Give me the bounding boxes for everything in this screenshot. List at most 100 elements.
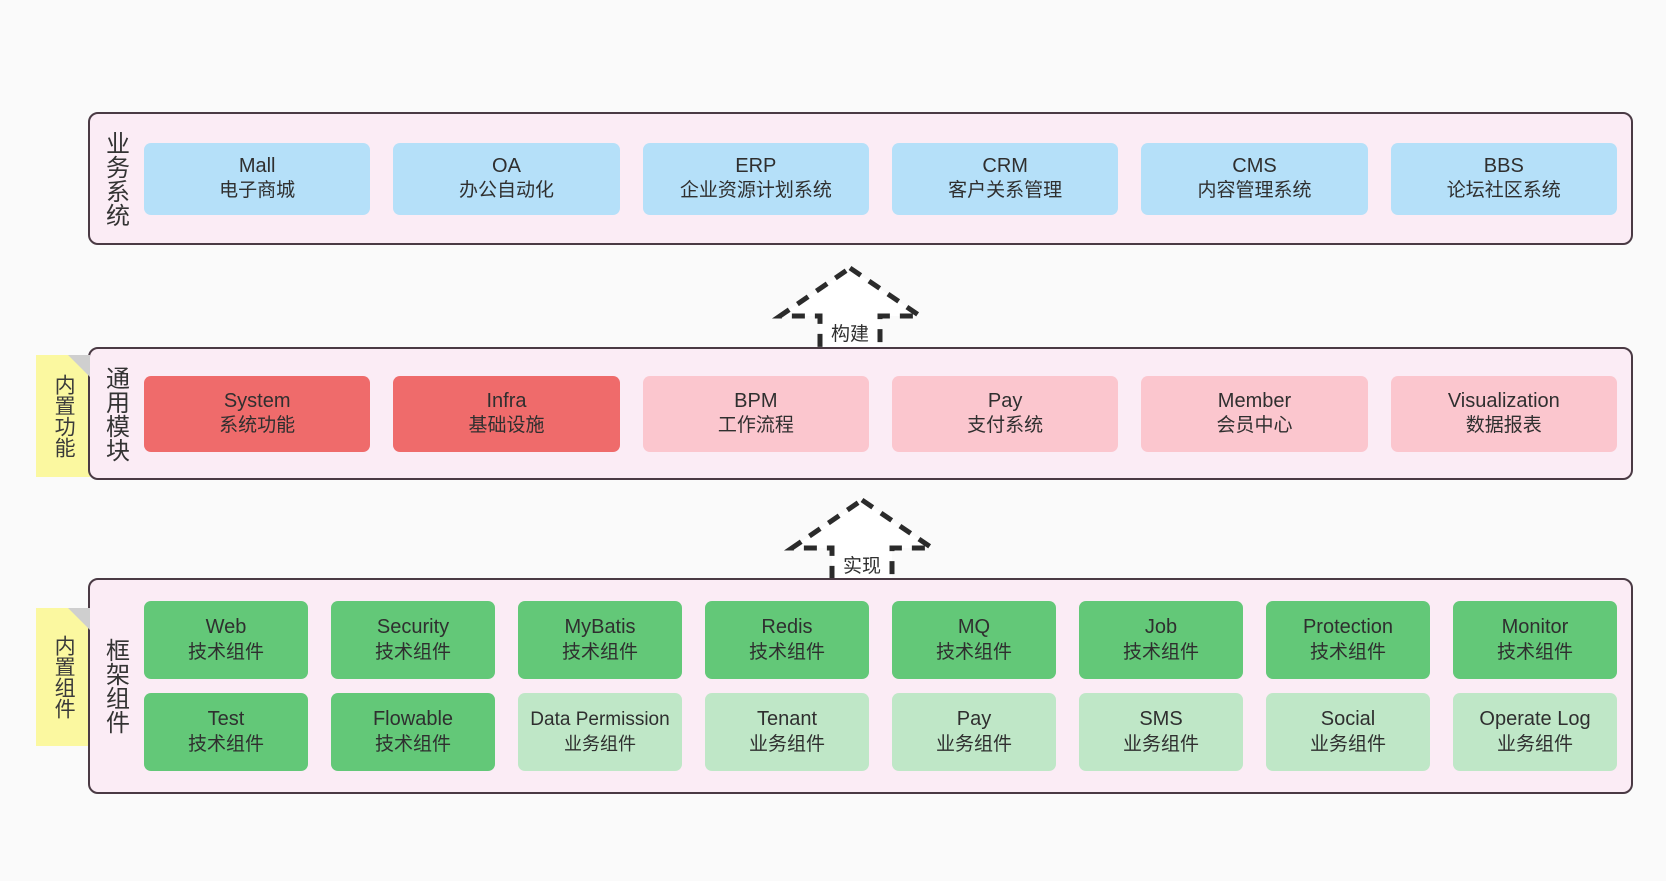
realize-arrow: 实现 (772, 490, 952, 590)
card-title-en: Visualization (1447, 389, 1560, 412)
card-title-cn: 技术组件 (1122, 641, 1199, 663)
card-title-cn: 会员中心 (1216, 415, 1293, 437)
card-title-en: Protection (1302, 616, 1394, 639)
sticky-note-label: 内置功能 (52, 374, 76, 458)
card-title-cn: 业务组件 (1496, 733, 1573, 755)
card-flowable[interactable]: Flowable 技术组件 (331, 693, 495, 771)
card-title-en: CMS (1232, 154, 1277, 177)
card-system[interactable]: System 系统功能 (144, 375, 371, 452)
build-arrow: 构建 (760, 258, 940, 358)
card-bbs[interactable]: BBS 论坛社区系统 (1390, 142, 1617, 215)
card-security[interactable]: Security 技术组件 (331, 601, 495, 679)
layer-framework-components: 框架组件 Web 技术组件 Security 技术组件 MyBatis 技术组件… (88, 578, 1633, 794)
card-title-cn: 客户关系管理 (948, 180, 1063, 202)
card-data-permission[interactable]: Data Permission 业务组件 (518, 693, 682, 771)
layer-body-common: System 系统功能 Infra 基础设施 BPM 工作流程 Pay 支付系统… (138, 349, 1631, 478)
card-title-cn: 电子商城 (219, 180, 296, 202)
card-social[interactable]: Social 业务组件 (1266, 693, 1430, 771)
card-monitor[interactable]: Monitor 技术组件 (1453, 601, 1617, 679)
card-mall[interactable]: Mall 电子商城 (144, 142, 371, 215)
card-title-cn: 工作流程 (717, 415, 794, 437)
card-title-cn: 技术组件 (187, 733, 264, 755)
card-title-cn: 基础设施 (468, 415, 545, 437)
card-title-en: Infra (486, 389, 527, 412)
card-title-en: System (223, 389, 291, 412)
card-row: Test 技术组件 Flowable 技术组件 Data Permission … (144, 693, 1617, 771)
card-test[interactable]: Test 技术组件 (144, 693, 308, 771)
card-oa[interactable]: OA 办公自动化 (393, 142, 620, 215)
card-title-cn: 技术组件 (935, 641, 1012, 663)
card-title-cn: 技术组件 (1496, 641, 1573, 663)
sticky-note-built-in-components: 内置组件 (36, 608, 90, 746)
layer-caption-common: 通用模块 (101, 365, 129, 462)
sticky-note-label: 内置组件 (52, 635, 76, 719)
card-title-cn: 技术组件 (374, 641, 451, 663)
card-title-cn: 系统功能 (219, 415, 296, 437)
card-title-en: Data Permission (530, 709, 670, 731)
card-title-en: Security (376, 616, 450, 639)
card-bpm[interactable]: BPM 工作流程 (642, 375, 869, 452)
card-title-cn: 业务组件 (935, 733, 1012, 755)
card-title-en: Member (1217, 389, 1292, 412)
card-title-en: Web (205, 616, 247, 639)
card-title-cn: 支付系统 (967, 415, 1044, 437)
layer-caption-business: 业务系统 (101, 130, 129, 227)
card-erp[interactable]: ERP 企业资源计划系统 (642, 142, 869, 215)
card-pay[interactable]: Pay 支付系统 (891, 375, 1119, 452)
card-title-cn: 内容管理系统 (1197, 180, 1312, 202)
card-crm[interactable]: CRM 客户关系管理 (891, 142, 1119, 215)
card-title-en: Operate Log (1479, 708, 1591, 731)
card-title-cn: 技术组件 (1309, 641, 1386, 663)
card-infra[interactable]: Infra 基础设施 (393, 375, 620, 452)
layer-common-modules: 通用模块 System 系统功能 Infra 基础设施 BPM 工作流程 Pay… (88, 347, 1633, 480)
card-title-en: Pay (956, 708, 992, 731)
card-title-en: MQ (957, 616, 991, 639)
card-title-cn: 业务组件 (748, 733, 825, 755)
card-mybatis[interactable]: MyBatis 技术组件 (518, 601, 682, 679)
card-title-cn: 业务组件 (1309, 733, 1386, 755)
card-title-cn: 技术组件 (187, 641, 264, 663)
card-title-cn: 数据报表 (1465, 415, 1542, 437)
card-title-en: BPM (734, 389, 778, 412)
card-title-en: Redis (761, 616, 813, 639)
card-row: Mall 电子商城 OA 办公自动化 ERP 企业资源计划系统 CRM 客户关系… (144, 142, 1617, 215)
card-title-en: CRM (982, 154, 1028, 177)
card-title-cn: 论坛社区系统 (1446, 180, 1561, 202)
folded-corner-icon (68, 608, 90, 630)
card-title-cn: 技术组件 (561, 641, 638, 663)
card-mq[interactable]: MQ 技术组件 (892, 601, 1056, 679)
card-title-en: MyBatis (564, 616, 636, 639)
card-title-cn: 技术组件 (374, 733, 451, 755)
card-title-en: Mall (238, 154, 276, 177)
card-tenant[interactable]: Tenant 业务组件 (705, 693, 869, 771)
layer-business-systems: 业务系统 Mall 电子商城 OA 办公自动化 ERP 企业资源计划系统 CRM… (88, 112, 1633, 245)
card-protection[interactable]: Protection 技术组件 (1266, 601, 1430, 679)
sticky-note-built-in-functions: 内置功能 (36, 355, 90, 477)
card-title-en: ERP (735, 154, 777, 177)
card-pay-component[interactable]: Pay 业务组件 (892, 693, 1056, 771)
card-title-cn: 业务组件 (564, 733, 636, 754)
card-title-en: Monitor (1501, 616, 1569, 639)
card-row: System 系统功能 Infra 基础设施 BPM 工作流程 Pay 支付系统… (144, 375, 1617, 452)
card-title-en: Social (1320, 708, 1376, 731)
card-title-en: Flowable (372, 708, 454, 731)
card-visualization[interactable]: Visualization 数据报表 (1390, 375, 1617, 452)
card-sms[interactable]: SMS 业务组件 (1079, 693, 1243, 771)
card-row: Web 技术组件 Security 技术组件 MyBatis 技术组件 Redi… (144, 601, 1617, 679)
card-member[interactable]: Member 会员中心 (1141, 375, 1368, 452)
card-operate-log[interactable]: Operate Log 业务组件 (1453, 693, 1617, 771)
card-cms[interactable]: CMS 内容管理系统 (1141, 142, 1368, 215)
folded-corner-icon (68, 355, 90, 377)
layer-body-business: Mall 电子商城 OA 办公自动化 ERP 企业资源计划系统 CRM 客户关系… (138, 114, 1631, 243)
card-title-en: Test (207, 708, 245, 731)
card-title-en: Tenant (756, 708, 818, 731)
card-title-en: Pay (987, 389, 1023, 412)
card-redis[interactable]: Redis 技术组件 (705, 601, 869, 679)
card-title-en: SMS (1139, 708, 1183, 731)
card-web[interactable]: Web 技术组件 (144, 601, 308, 679)
card-title-cn: 企业资源计划系统 (679, 180, 832, 202)
card-title-en: BBS (1483, 154, 1524, 177)
card-job[interactable]: Job 技术组件 (1079, 601, 1243, 679)
card-title-en: OA (492, 154, 521, 177)
